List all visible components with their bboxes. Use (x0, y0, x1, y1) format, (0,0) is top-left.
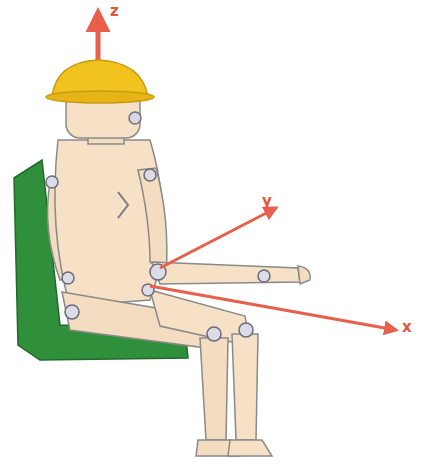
z-axis-arrow (96, 12, 101, 62)
axis-label: z (110, 4, 119, 19)
chest-mark (118, 192, 128, 218)
shin (232, 334, 258, 440)
helmet-brim (46, 91, 154, 103)
hand (298, 266, 310, 284)
joint-sensor (239, 323, 253, 337)
forearm (152, 262, 300, 284)
joint-sensor (207, 327, 221, 341)
upper-arm (138, 168, 167, 276)
joint-sensor (65, 305, 79, 319)
shin (200, 338, 228, 440)
joint-sensor (144, 169, 156, 181)
ear-sensor (129, 112, 141, 124)
x-axis-arrow (150, 286, 396, 330)
axis-label: y (262, 194, 272, 209)
joint-sensor (258, 270, 270, 282)
foot (228, 440, 272, 456)
joint-sensor (46, 176, 58, 188)
joint-sensor (62, 272, 74, 284)
axis-label: x (402, 320, 412, 335)
y-axis-arrow (160, 208, 276, 268)
